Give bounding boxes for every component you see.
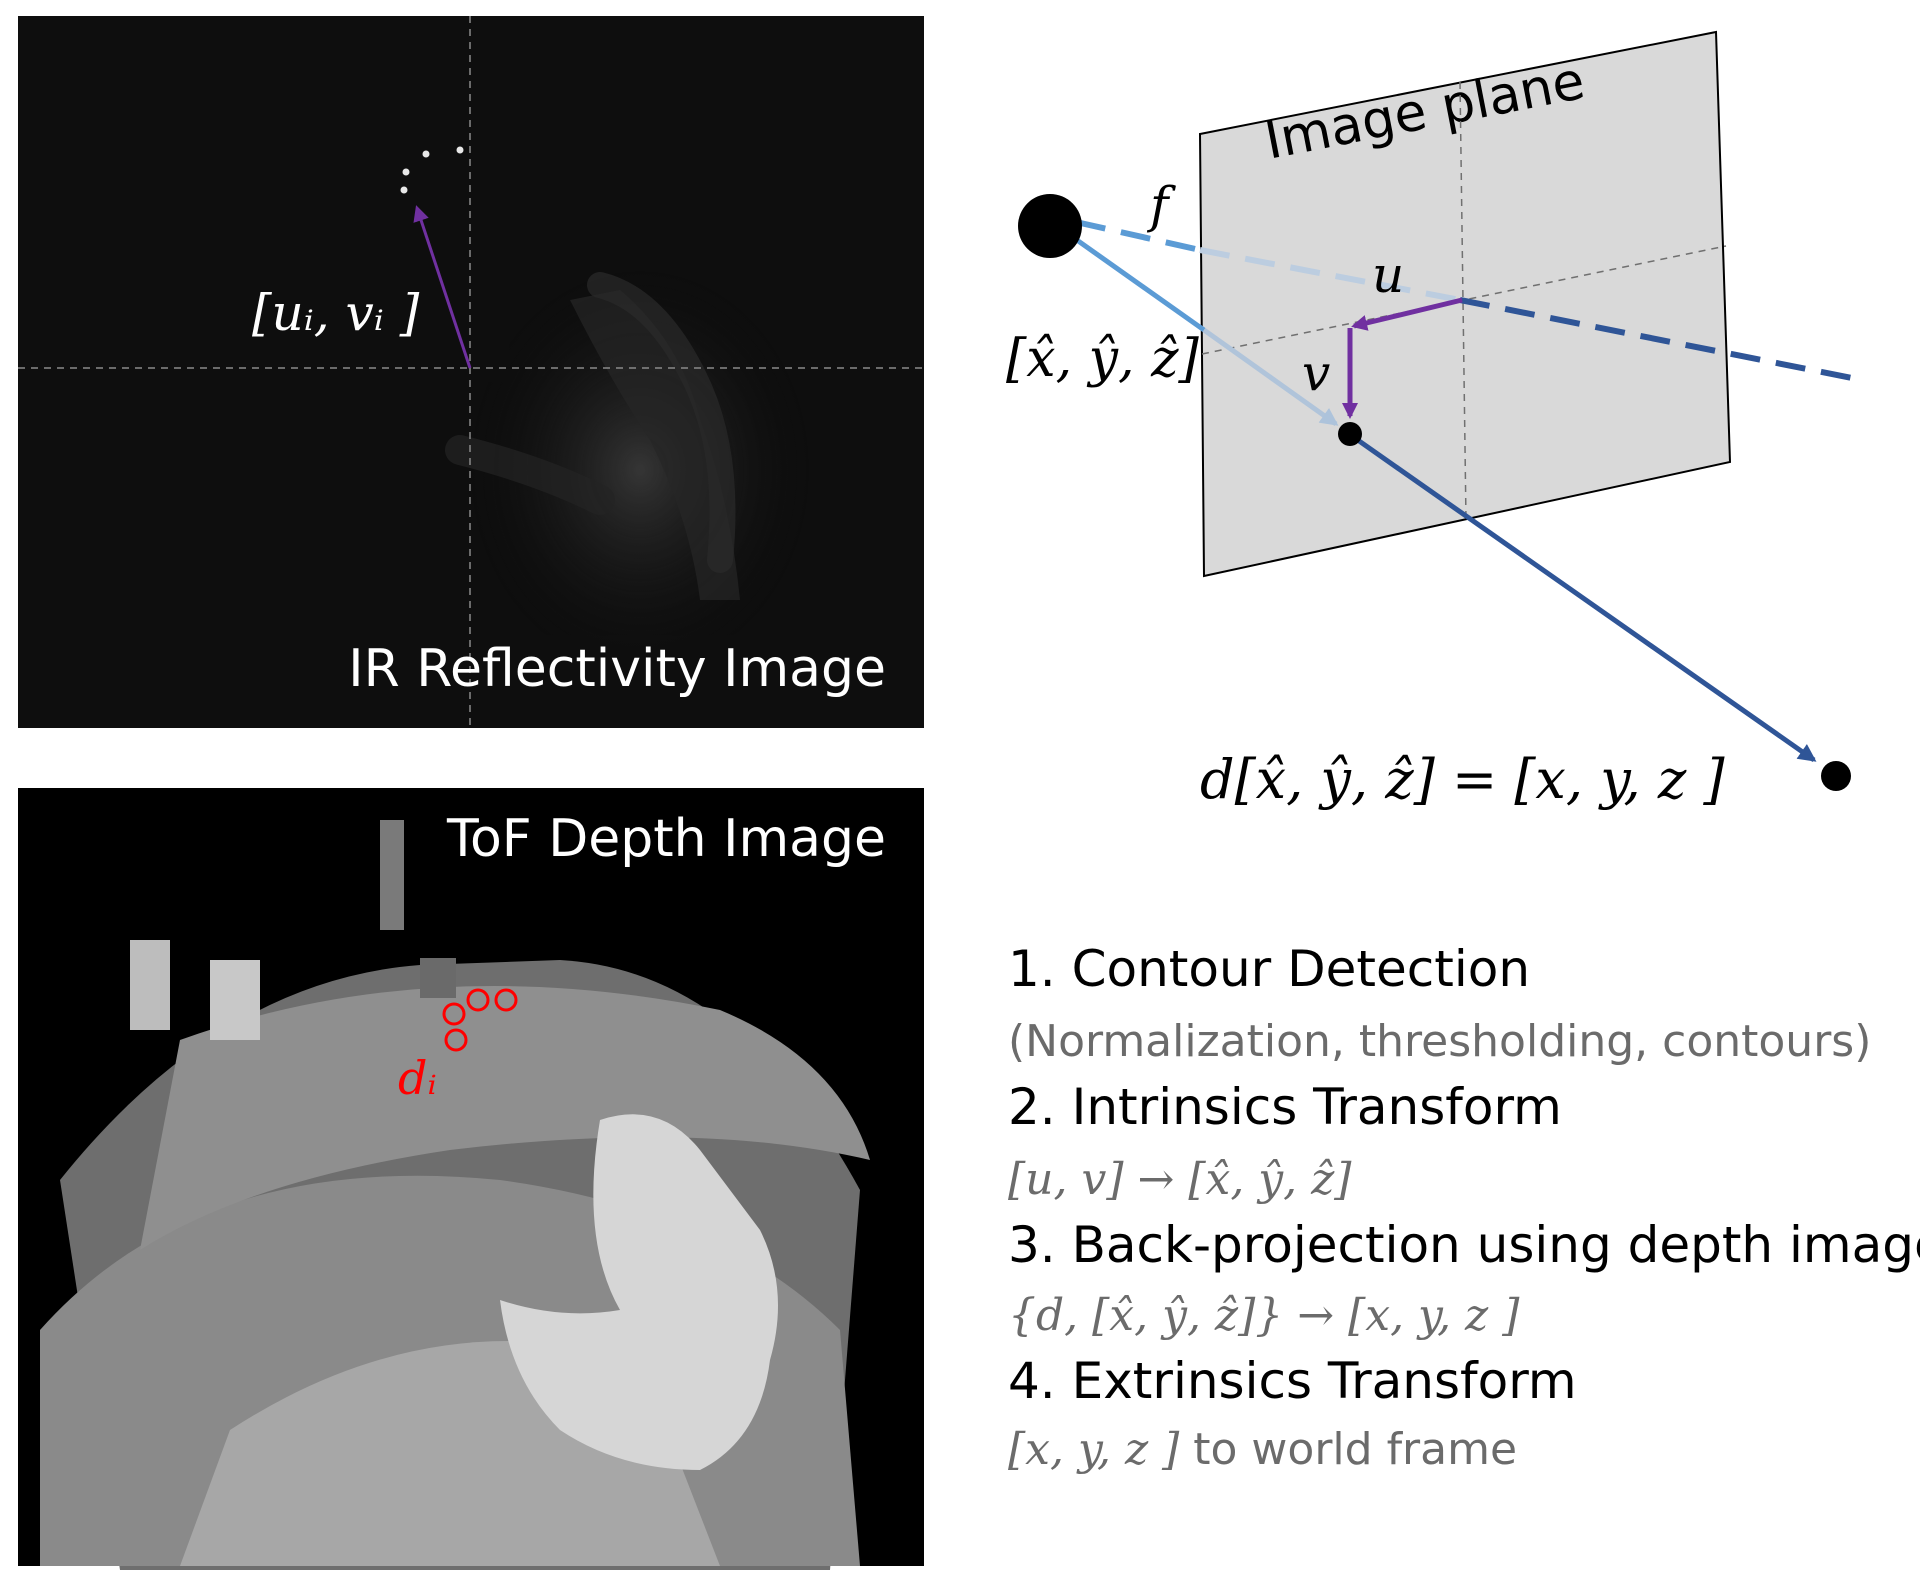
ir-hand-silhouette <box>445 270 810 670</box>
tof-depth-panel: dᵢ ToF Depth Image <box>18 788 924 1570</box>
step-1-detail: (Normalization, thresholding, contours) <box>1008 1016 1871 1067</box>
plane-crosshair-vertical <box>1459 81 1467 521</box>
pipeline-steps: 1. Contour Detection (Normalization, thr… <box>1008 940 1920 1475</box>
plane-crosshair-horizontal <box>1201 245 1727 355</box>
depth-hand <box>500 1114 778 1470</box>
depth-marker <box>444 1028 468 1052</box>
step-3-title: 3. Back-projection using depth image <box>1008 1216 1920 1274</box>
focal-length-label: f <box>1146 176 1176 234</box>
depth-value-label: dᵢ <box>398 1051 437 1105</box>
projected-point <box>1338 422 1362 446</box>
u-offset-arrow <box>1351 297 1463 331</box>
optical-axis-front <box>1075 219 1201 253</box>
ir-marker <box>402 168 410 176</box>
camera-projection-diagram: Image plane f u v [x̂, ŷ, ẑ] d[x̂, ŷ,… <box>1006 30 1863 811</box>
normalized-ray-front <box>1072 235 1206 333</box>
pixel-vector-arrow <box>413 205 472 369</box>
step-4-detail-suffix: to world frame <box>1179 1424 1517 1475</box>
step-1-title: 1. Contour Detection <box>1008 940 1530 998</box>
v-label: v <box>1302 344 1330 402</box>
ir-panel-label: IR Reflectivity Image <box>348 639 886 699</box>
world-point <box>1821 761 1851 791</box>
step-4-title: 4. Extrinsics Transform <box>1008 1352 1577 1410</box>
depth-marker <box>442 1002 466 1026</box>
depth-ray <box>1350 433 1817 763</box>
step-2-title: 2. Intrinsics Transform <box>1008 1078 1562 1136</box>
step-4-detail: [x, y, z ] to world frame <box>1008 1424 1517 1475</box>
ir-marker <box>456 146 464 154</box>
step-4-detail-math: [x, y, z ] <box>1008 1424 1180 1475</box>
depth-marker <box>494 988 518 1012</box>
ir-marker <box>422 150 430 158</box>
depth-marker <box>466 988 490 1012</box>
step-2-detail: [u, v] → [x̂, ŷ, ẑ] <box>1008 1154 1352 1205</box>
step-3-detail: {d, [x̂, ŷ, ẑ]} → [x, y, z ] <box>1008 1290 1520 1341</box>
pixel-coordinate-label: [uᵢ, vᵢ ] <box>252 284 420 342</box>
ir-marker <box>400 186 408 194</box>
u-label: u <box>1372 246 1404 304</box>
ir-reflectivity-panel: [uᵢ, vᵢ ] IR Reflectivity Image <box>18 16 924 728</box>
normalized-ray-label: [x̂, ŷ, ẑ] <box>1006 329 1200 389</box>
normalized-ray-inplane <box>1202 327 1339 427</box>
depth-panel-label: ToF Depth Image <box>446 809 886 869</box>
back-projection-equation: d[x̂, ŷ, ẑ] = [x, y, z ] <box>1200 748 1725 811</box>
optical-axis-behind <box>1459 297 1863 383</box>
camera-center <box>1018 194 1082 258</box>
